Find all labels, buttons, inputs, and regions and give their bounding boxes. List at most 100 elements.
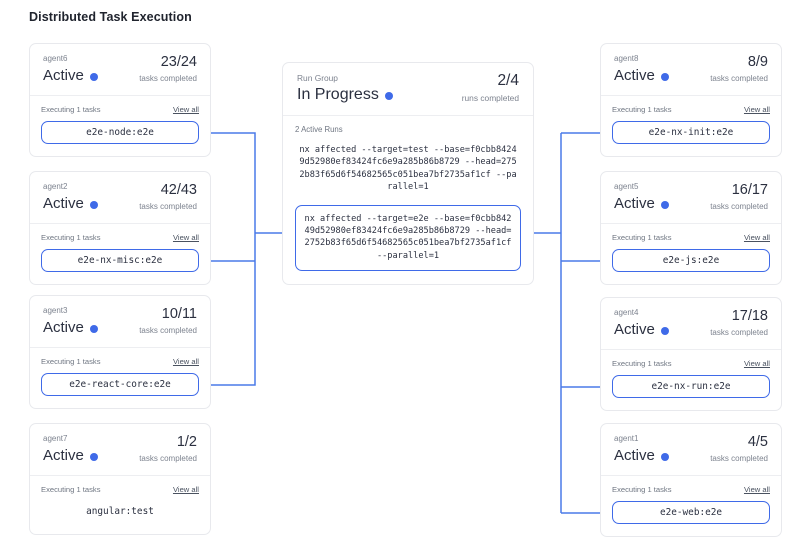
card-divider xyxy=(601,95,781,96)
task-count-label: tasks completed xyxy=(710,202,768,211)
agent-card-header: agent5 Active 16/17 tasks completed xyxy=(601,172,781,223)
status-dot-icon xyxy=(384,91,393,100)
agent-card-header: agent4 Active 17/18 tasks completed xyxy=(601,298,781,349)
card-divider xyxy=(30,475,210,476)
view-all-link[interactable]: View all xyxy=(743,233,770,242)
executing-label: Executing 1 tasks xyxy=(612,233,672,242)
card-divider xyxy=(283,115,533,116)
task-count: 16/17 xyxy=(731,182,768,198)
card-divider xyxy=(601,475,781,476)
agent-card-header: agent6 Active 23/24 tasks completed xyxy=(30,44,210,95)
run-group-status: In Progress xyxy=(297,86,379,103)
task-pill[interactable]: e2e-react-core:e2e xyxy=(41,373,199,396)
agent-name: agent8 xyxy=(614,54,639,63)
view-all-link[interactable]: View all xyxy=(172,357,199,366)
agent-status: Active xyxy=(614,321,655,338)
task-label[interactable]: angular:test xyxy=(86,506,154,517)
task-count-label: tasks completed xyxy=(139,326,197,335)
run-group-kicker: Run Group xyxy=(297,73,338,83)
executing-label: Executing 1 tasks xyxy=(612,485,672,494)
agent-name: agent4 xyxy=(614,308,639,317)
executing-label: Executing 1 tasks xyxy=(41,485,101,494)
agent-card[interactable]: agent6 Active 23/24 tasks completed Exec… xyxy=(29,43,211,157)
task-pill[interactable]: e2e-nx-run:e2e xyxy=(612,375,770,398)
executing-label: Executing 1 tasks xyxy=(41,357,101,366)
card-divider xyxy=(601,223,781,224)
task-count-label: tasks completed xyxy=(710,454,768,463)
run-group-card[interactable]: Run Group In Progress 2/4 runs completed… xyxy=(282,62,534,286)
status-dot-icon xyxy=(660,326,669,335)
agent-card-body: Executing 1 tasks View all e2e-nx-misc:e… xyxy=(30,224,210,284)
agent-card-body: Executing 1 tasks View all e2e-nx-init:e… xyxy=(601,96,781,156)
card-divider xyxy=(30,347,210,348)
agent-card-body: Executing 1 tasks View all e2e-react-cor… xyxy=(30,348,210,408)
task-pill[interactable]: e2e-web:e2e xyxy=(612,501,770,524)
agent-name: agent3 xyxy=(43,306,68,315)
run-group-header: Run Group In Progress 2/4 runs completed xyxy=(283,63,533,115)
task-count: 8/9 xyxy=(747,54,768,70)
agent-card-body: Executing 1 tasks View all e2e-nx-run:e2… xyxy=(601,350,781,410)
agent-card[interactable]: agent7 Active 1/2 tasks completed Execut… xyxy=(29,423,211,535)
agent-card[interactable]: agent8 Active 8/9 tasks completed Execut… xyxy=(600,43,782,157)
task-pill[interactable]: e2e-node:e2e xyxy=(41,121,199,144)
status-dot-icon xyxy=(660,200,669,209)
agent-card[interactable]: agent3 Active 10/11 tasks completed Exec… xyxy=(29,295,211,409)
task-pill[interactable]: e2e-nx-init:e2e xyxy=(612,121,770,144)
status-dot-icon xyxy=(89,452,98,461)
run-command-active[interactable]: nx affected --target=e2e --base=f0cbb842… xyxy=(295,204,521,272)
agent-card[interactable]: agent2 Active 42/43 tasks completed Exec… xyxy=(29,171,211,285)
executing-label: Executing 1 tasks xyxy=(612,359,672,368)
agent-card-header: agent2 Active 42/43 tasks completed xyxy=(30,172,210,223)
view-all-link[interactable]: View all xyxy=(743,485,770,494)
executing-label: Executing 1 tasks xyxy=(41,233,101,242)
agent-name: agent6 xyxy=(43,54,68,63)
agent-card-body: Executing 1 tasks View all e2e-node:e2e xyxy=(30,96,210,156)
task-count-label: tasks completed xyxy=(710,74,768,83)
runs-count: 2/4 xyxy=(497,72,519,89)
status-dot-icon xyxy=(89,72,98,81)
agent-card-body: Executing 1 tasks View all e2e-web:e2e xyxy=(601,476,781,536)
run-command[interactable]: nx affected --target=test --base=f0cbb84… xyxy=(299,145,517,193)
status-dot-icon xyxy=(660,72,669,81)
agent-card[interactable]: agent4 Active 17/18 tasks completed Exec… xyxy=(600,297,782,411)
agent-status: Active xyxy=(43,67,84,84)
executing-label: Executing 1 tasks xyxy=(612,105,672,114)
task-count: 10/11 xyxy=(161,306,197,322)
page-title: Distributed Task Execution xyxy=(29,10,192,24)
status-dot-icon xyxy=(660,452,669,461)
executing-label: Executing 1 tasks xyxy=(41,105,101,114)
view-all-link[interactable]: View all xyxy=(172,233,199,242)
agent-card-header: agent1 Active 4/5 tasks completed xyxy=(601,424,781,475)
agent-name: agent7 xyxy=(43,434,68,443)
status-dot-icon xyxy=(89,200,98,209)
task-count: 1/2 xyxy=(176,434,197,450)
task-count: 42/43 xyxy=(160,182,197,198)
task-count: 4/5 xyxy=(747,434,768,450)
task-pill[interactable]: e2e-nx-misc:e2e xyxy=(41,249,199,272)
run-group-body: 2 Active Runs nx affected --target=test … xyxy=(283,116,533,284)
card-divider xyxy=(30,223,210,224)
agent-status: Active xyxy=(43,195,84,212)
view-all-link[interactable]: View all xyxy=(743,359,770,368)
status-dot-icon xyxy=(89,324,98,333)
agent-status: Active xyxy=(614,195,655,212)
view-all-link[interactable]: View all xyxy=(172,485,199,494)
task-count: 17/18 xyxy=(731,308,768,324)
task-pill[interactable]: e2e-js:e2e xyxy=(612,249,770,272)
task-count-label: tasks completed xyxy=(710,328,768,337)
agent-card[interactable]: agent1 Active 4/5 tasks completed Execut… xyxy=(600,423,782,537)
agent-status: Active xyxy=(43,447,84,464)
agent-card[interactable]: agent5 Active 16/17 tasks completed Exec… xyxy=(600,171,782,285)
runs-count-label: runs completed xyxy=(461,93,519,103)
agent-status: Active xyxy=(43,319,84,336)
agent-name: agent1 xyxy=(614,434,639,443)
agent-name: agent2 xyxy=(43,182,68,191)
view-all-link[interactable]: View all xyxy=(743,105,770,114)
agent-card-header: agent7 Active 1/2 tasks completed xyxy=(30,424,210,475)
view-all-link[interactable]: View all xyxy=(172,105,199,114)
agent-name: agent5 xyxy=(614,182,639,191)
active-runs-label: 2 Active Runs xyxy=(295,125,343,134)
card-divider xyxy=(601,349,781,350)
agent-card-header: agent8 Active 8/9 tasks completed xyxy=(601,44,781,95)
agent-status: Active xyxy=(614,447,655,464)
